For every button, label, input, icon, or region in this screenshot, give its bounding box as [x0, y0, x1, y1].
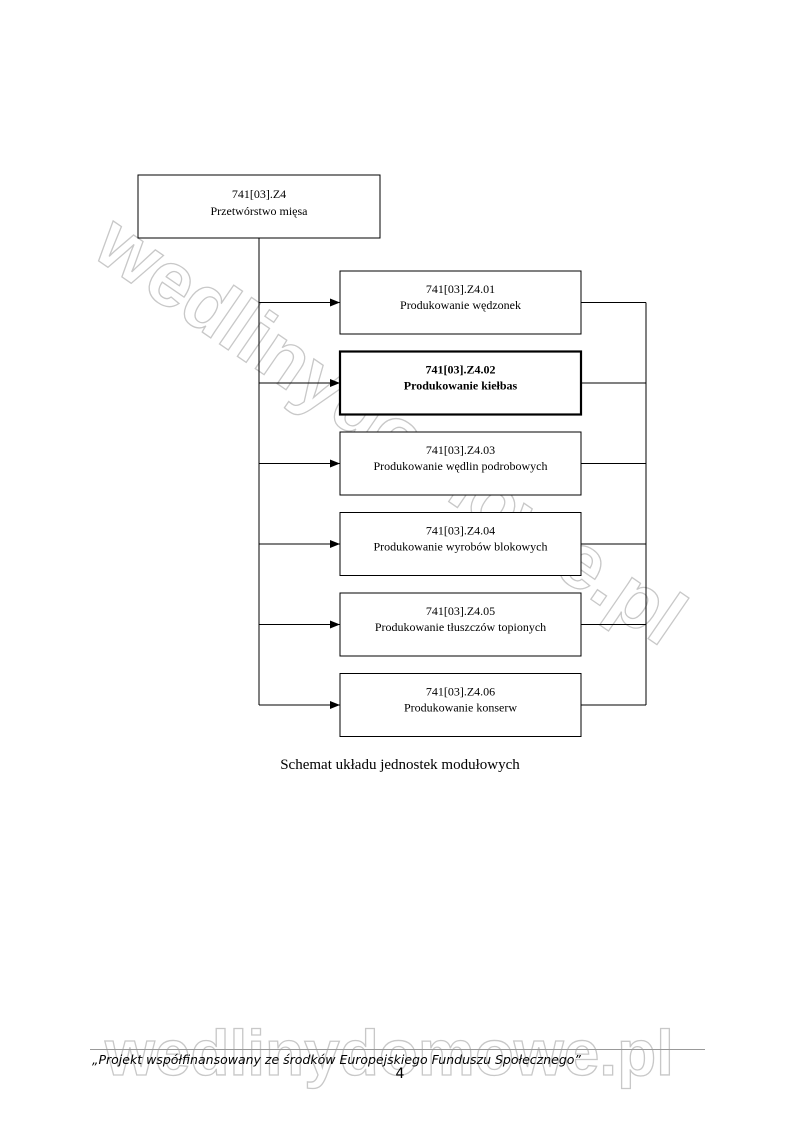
module-title: Produkowanie tłuszczów topionych — [375, 620, 546, 634]
module-code: 741[03].Z4.06 — [426, 685, 495, 699]
module-code: 741[03].Z4.01 — [426, 282, 495, 296]
watermark-horizontal: wedlinydomowe.pl — [104, 1017, 674, 1089]
module-title: Produkowanie wyrobów blokowych — [374, 540, 548, 554]
module-code: 741[03].Z4.03 — [426, 443, 495, 457]
module-code: 741[03].Z4.04 — [426, 524, 495, 538]
footer-divider — [90, 1049, 705, 1050]
root-code: 741[03].Z4 — [232, 187, 286, 201]
root-title: Przetwórstwo mięsa — [211, 204, 309, 218]
root-box: 741[03].Z4 Przetwórstwo mięsa — [137, 174, 381, 239]
module-title: Produkowanie kiełbas — [404, 379, 518, 393]
footer-text: „Projekt współfinansowany ze środków Eur… — [92, 1052, 581, 1067]
diagram-caption: Schemat układu jednostek modułowych — [280, 757, 520, 773]
module-title: Produkowanie wędlin podrobowych — [374, 459, 548, 473]
module-code: 741[03].Z4.05 — [426, 604, 495, 618]
watermark-diagonal: wedlinydomowe.pl — [80, 196, 702, 662]
module-code: 741[03].Z4.02 — [426, 363, 496, 377]
connector-lines — [258, 238, 647, 709]
module-title: Produkowanie konserw — [404, 701, 517, 715]
page-number: 4 — [395, 1066, 405, 1082]
module-title: Produkowanie wędzonek — [400, 298, 521, 312]
